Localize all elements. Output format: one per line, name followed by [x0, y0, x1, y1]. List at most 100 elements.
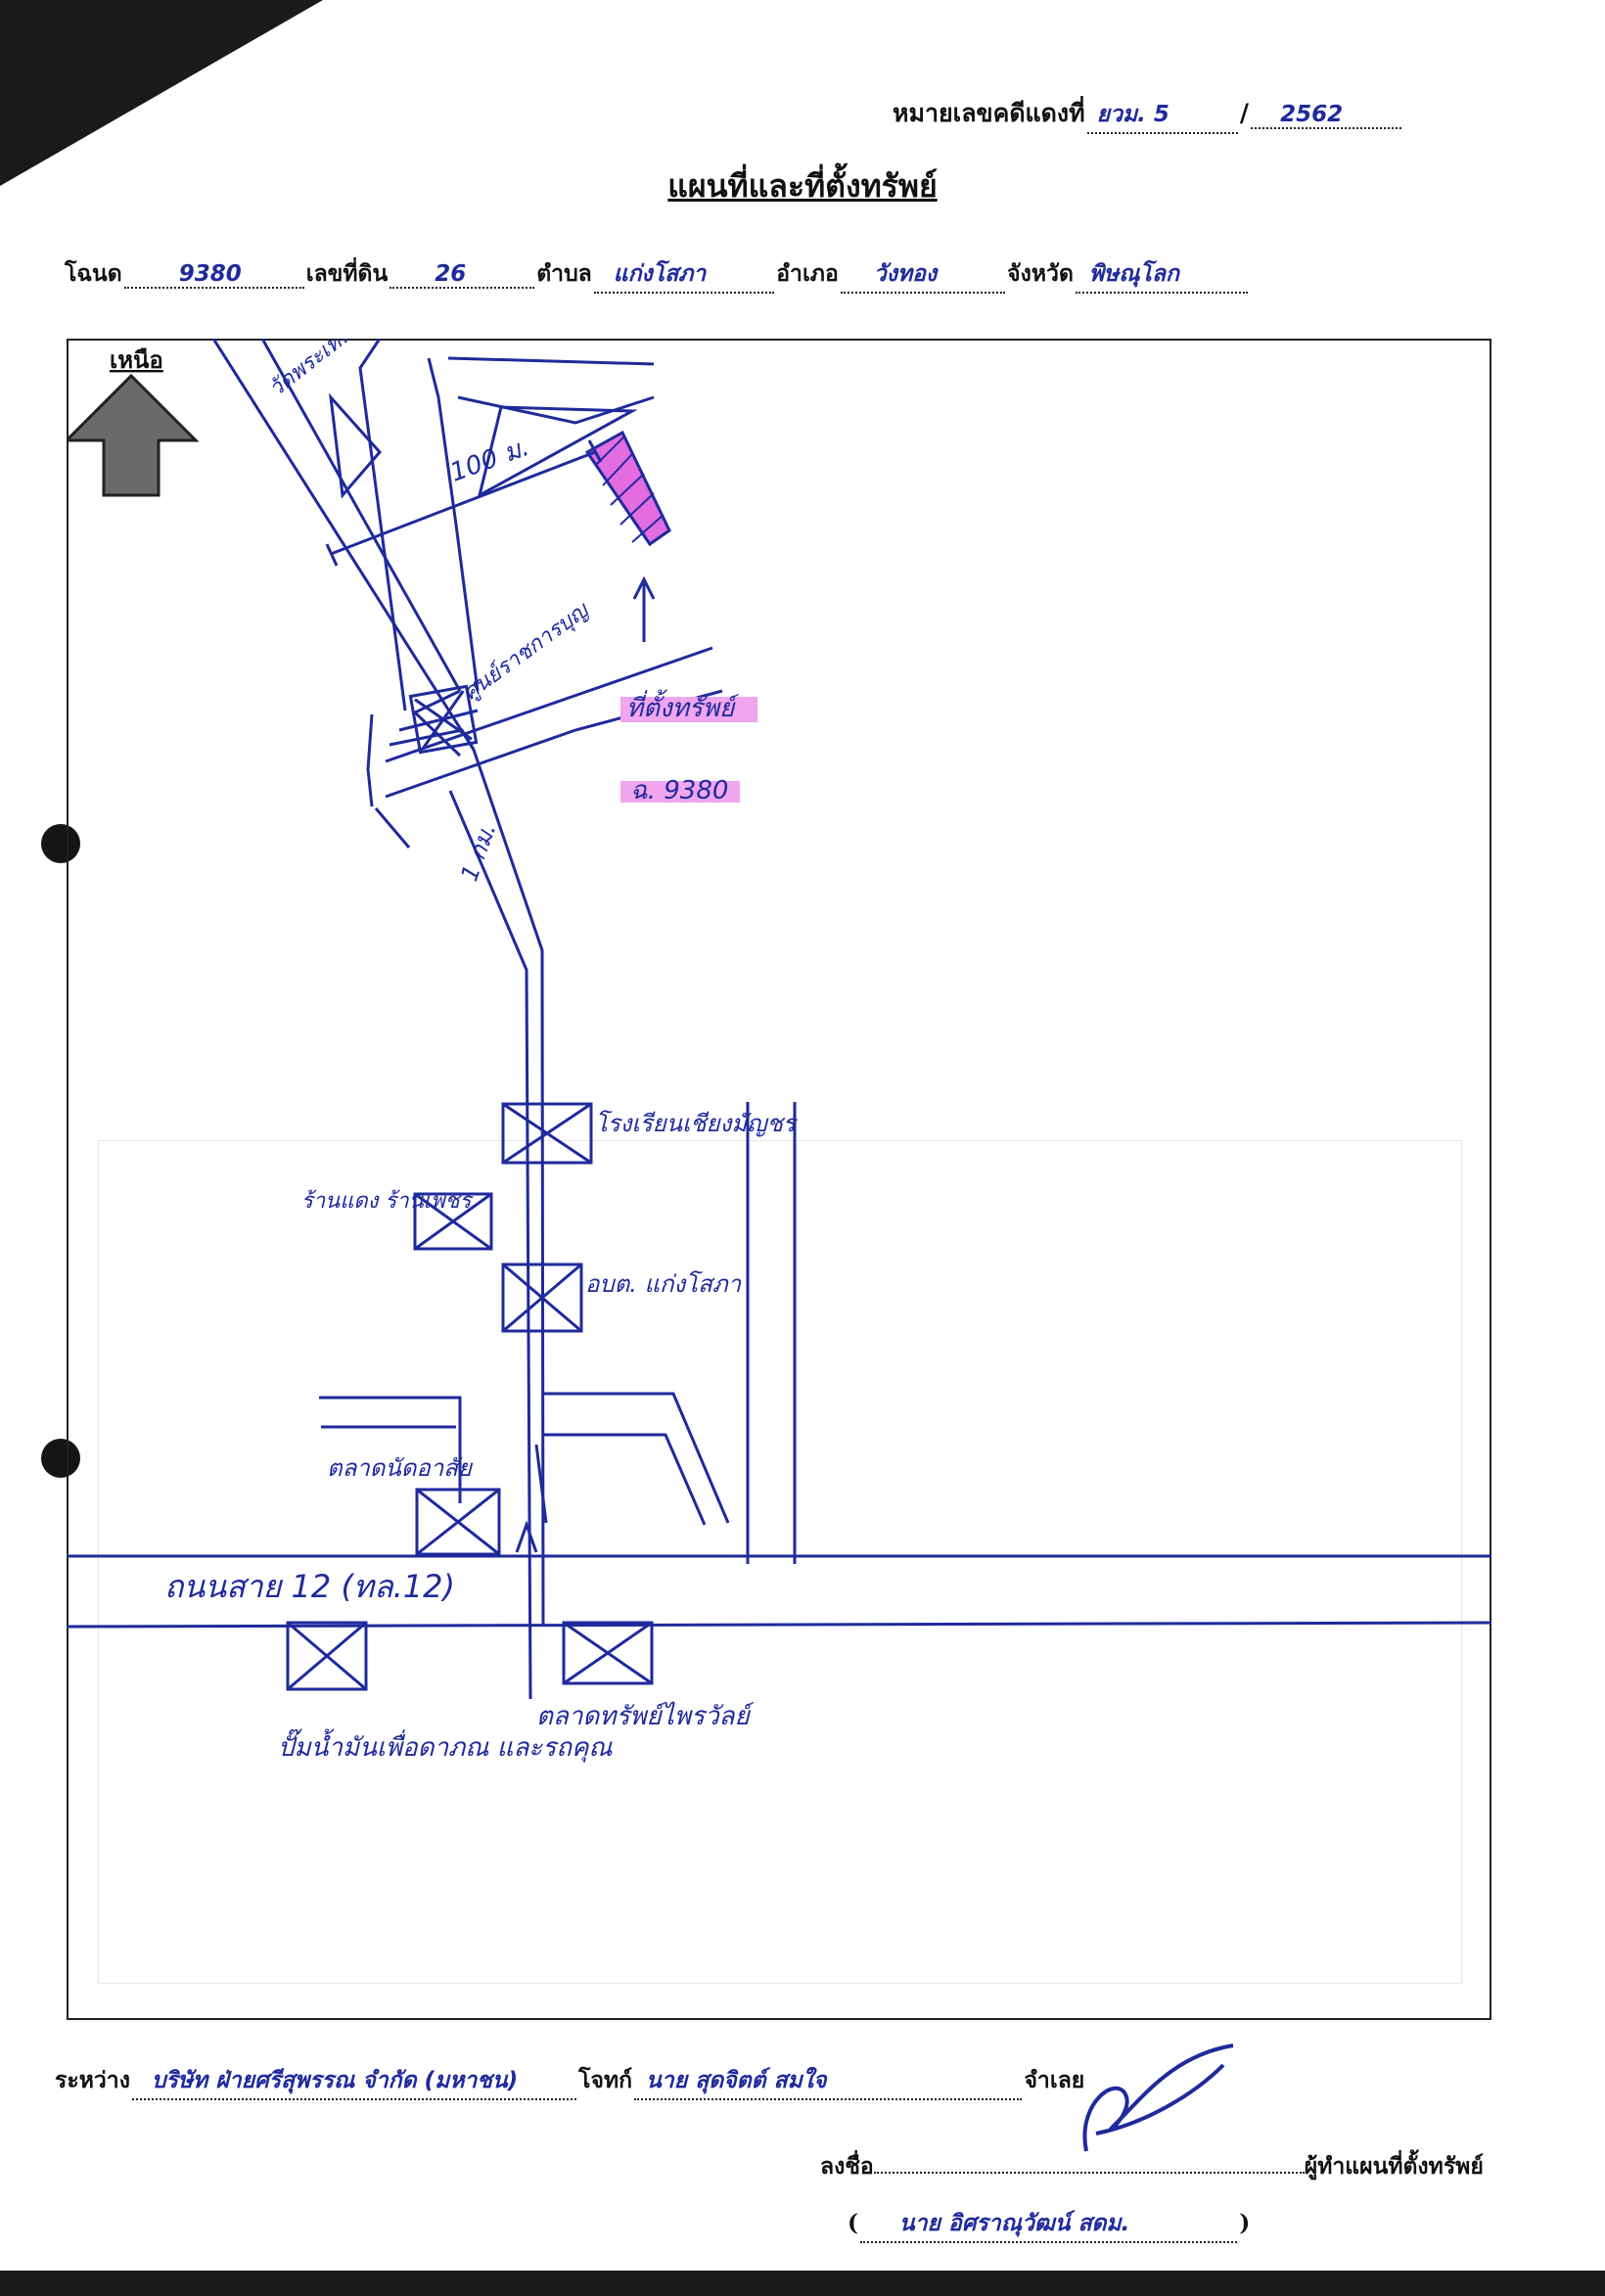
signer-name-line: (นาย อิศราณุวัฒน์ สดม.)	[848, 2206, 1250, 2243]
open-paren: (	[848, 2210, 858, 2236]
health-center-box	[408, 684, 479, 755]
gas-station-cross	[287, 1621, 367, 1691]
deed-number: 9380	[123, 261, 304, 289]
case-number-label: หมายเลขคดีแดงที่	[893, 99, 1085, 127]
gas-station-box	[286, 1621, 368, 1691]
temple-label: วัดพระเทพ ธรรมจักรธรรม	[264, 339, 473, 402]
north-arrow-icon	[67, 373, 200, 497]
deed-label: โฉนด	[65, 260, 122, 287]
road-line	[366, 713, 374, 807]
defendant-name: นาย สุดจิตต์ สมใจ	[634, 2063, 1023, 2100]
market-box	[415, 1488, 501, 1556]
road-line	[542, 1392, 730, 1524]
scan-corner-shadow	[0, 0, 323, 186]
road-line	[447, 356, 655, 366]
punch-hole-bottom	[41, 1439, 80, 1478]
gas-station-label: ปั๊มน้ำมันเพื่อดาภณ และรถคุณ	[278, 1728, 613, 1763]
signer-name: นาย อิศราณุวัฒน์ สดม.	[859, 2206, 1238, 2243]
signature-dots	[873, 2172, 1305, 2174]
school-cross	[502, 1102, 592, 1165]
health-center-label: ศูนย์ราชการบุญ	[458, 597, 594, 706]
case-number-year: 2562	[1251, 102, 1402, 129]
temple-icon	[328, 392, 382, 499]
road-line	[542, 1433, 707, 1526]
distance-tick	[325, 543, 339, 567]
punch-hole-top	[41, 824, 80, 863]
highway-edge-bottom	[67, 1621, 1491, 1629]
deed-ref-label: ฉ. 9380	[630, 776, 728, 805]
province-value: พิษณุโลก	[1075, 256, 1248, 294]
market2-box	[562, 1621, 654, 1685]
province-label: จังหวัด	[1007, 260, 1074, 287]
market2-label: ตลาดทรัพย์ไพรวัลย์	[536, 1701, 755, 1731]
district-label: อำเภอ	[776, 260, 839, 287]
signer-role: ผู้ทำแผนที่ตั้งทรัพย์	[1304, 2153, 1484, 2180]
deed-ref-highlight	[620, 781, 740, 803]
road-line	[358, 339, 407, 712]
page-title: แผนที่และที่ตั้งทรัพย์	[667, 167, 938, 205]
turn-arrow	[515, 1520, 538, 1553]
road-guide	[399, 339, 638, 446]
road-line	[319, 1396, 462, 1503]
health-center-cross	[414, 690, 473, 749]
shop-cross	[414, 1192, 492, 1251]
road-line	[260, 339, 462, 692]
road-line	[398, 709, 479, 732]
property-label: ที่ตั้งทรัพย์	[626, 689, 739, 723]
property-pointer-head	[632, 575, 656, 600]
road-guide	[399, 368, 460, 691]
road-line	[374, 807, 411, 849]
road-line	[385, 646, 713, 763]
property-hatch	[594, 436, 665, 543]
subdistrict-value: แก่งโสภา	[593, 256, 775, 294]
land-number-label: เลขที่ดิน	[305, 260, 389, 287]
tambon-office-box	[501, 1263, 583, 1333]
road-guide	[544, 1445, 687, 1529]
road-line	[427, 357, 480, 692]
road-line	[457, 395, 655, 425]
property-label-highlight	[620, 697, 757, 722]
plaintiff-role: โจทก์	[578, 2067, 633, 2093]
case-number-separator: /	[1239, 99, 1250, 127]
plaintiff-name: บริษัท ฝ่ายศรีสุพรรณ จำกัด (มหาชน)	[131, 2063, 577, 2100]
shop-label: ร้านแดง ร้านเพชร	[301, 1189, 475, 1214]
case-number-prefix: ยวม. 5	[1086, 97, 1238, 134]
road-guide	[399, 391, 560, 440]
defendant-role: จำเลย	[1024, 2067, 1085, 2093]
map-frame	[67, 339, 1491, 2020]
case-number-line: หมายเลขคดีแดงที่ยวม. 5/2562	[893, 94, 1403, 134]
scan-bottom-edge	[0, 2271, 1605, 2296]
market-label: ตลาดนัดอาสัย	[327, 1454, 474, 1482]
signed-label: ลงชื่อ	[820, 2153, 874, 2180]
road-guide	[380, 452, 431, 485]
bleed-through-table	[98, 1140, 1462, 1984]
location-map: เหนือ วัดพระเทพ ธรรมจักรธรรม	[67, 339, 1491, 1763]
parties-line: ระหว่างบริษัท ฝ่ายศรีสุพรรณ จำกัด (มหาชน…	[55, 2063, 1084, 2100]
between-label: ระหว่าง	[55, 2067, 130, 2093]
road-guide	[699, 1366, 748, 1562]
subdistrict-label: ตำบล	[536, 260, 592, 287]
school-box	[501, 1102, 593, 1165]
land-number: 26	[390, 261, 535, 289]
close-paren: )	[1239, 2210, 1251, 2236]
signature-mark	[1082, 2043, 1234, 2152]
distance-label-1km: 1 กม.	[455, 819, 501, 885]
tambon-office-cross	[502, 1263, 582, 1333]
road-guide	[399, 339, 640, 444]
school-label: โรงเรียนเชียงมัญชร	[595, 1110, 799, 1137]
distance-line-100m	[330, 450, 596, 556]
tambon-office-label: อบต. แก่งโสภา	[585, 1270, 743, 1298]
distance-tick	[587, 439, 603, 463]
market2-cross	[563, 1621, 653, 1685]
highway-label: ถนนสาย 12 (ทล.12)	[164, 1568, 455, 1605]
road-line	[211, 339, 545, 1627]
north-label: เหนือ	[110, 345, 163, 374]
road-line	[448, 790, 532, 1700]
block-triangle	[477, 405, 638, 498]
signature-line: ลงชื่อ ผู้ทำแผนที่ตั้งทรัพย์	[820, 2149, 1484, 2184]
road-line	[534, 1444, 548, 1524]
road-guide	[395, 339, 640, 440]
shop-box	[413, 1192, 493, 1251]
district-value: วังทอง	[840, 256, 1006, 294]
